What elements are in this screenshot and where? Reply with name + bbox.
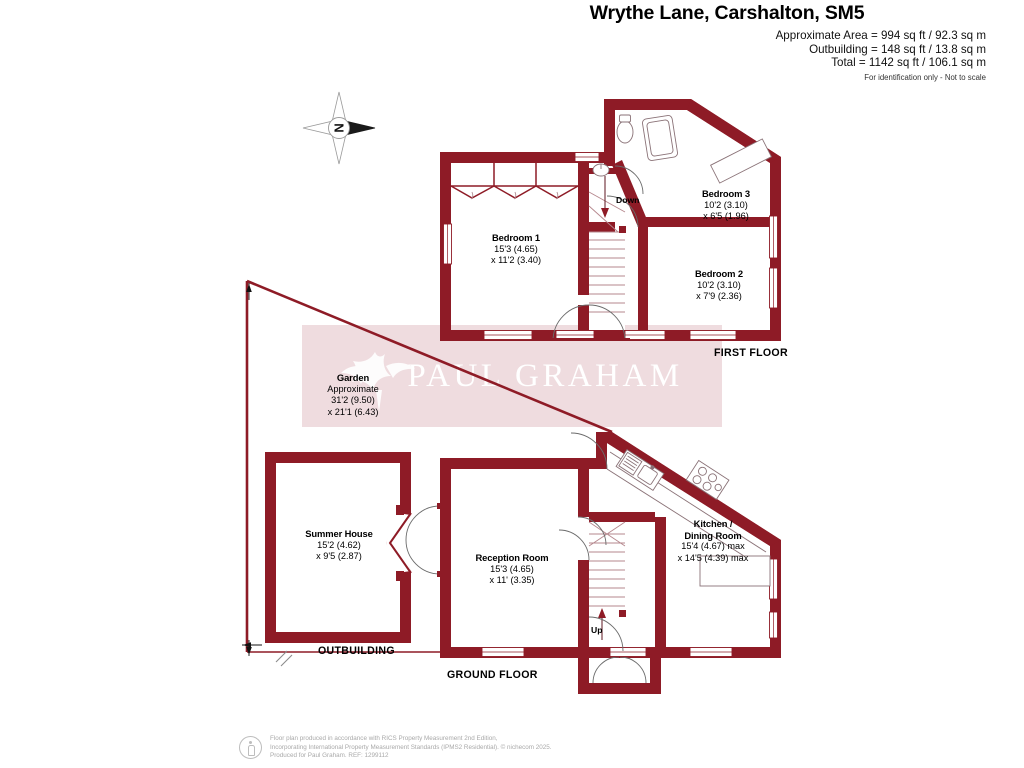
staircase-up xyxy=(588,521,626,640)
room-name: Kitchen / xyxy=(693,518,733,529)
north-arrow-icon: N xyxy=(302,91,376,165)
wall-bed2-hall xyxy=(638,227,648,330)
room-dimension: 10'2 (3.10) xyxy=(704,199,748,210)
garden-name: Garden xyxy=(336,372,370,383)
garden-label: Garden Approximate 31'2 (9.50) x 21'1 (6… xyxy=(298,372,408,418)
area-summary: Approximate Area = 994 sq ft / 92.3 sq m… xyxy=(430,29,1024,84)
page-title: Wrythe Lane, Carshalton, SM5 xyxy=(589,2,865,24)
room-dimension: x 7'9 (2.36) xyxy=(696,291,742,301)
room-label-reception-room: Reception Room 15'3 (4.65) x 11' (3.35) xyxy=(448,552,576,587)
room-name-2: Dining Room xyxy=(684,529,742,541)
room-dimension: 15'3 (4.65) xyxy=(494,243,538,254)
staircase-down xyxy=(588,168,626,330)
watermark-text: PAUL GRAHAM xyxy=(407,358,683,394)
footer-line-1: Floor plan produced in accordance with R… xyxy=(270,735,498,742)
room-dimension: 15'3 (4.65) xyxy=(490,563,534,574)
stair-direction-up-label: Up xyxy=(591,625,603,635)
bathroom-fittings xyxy=(592,114,678,177)
footer-line-3: Produced for Paul Graham. REF: 1299112 xyxy=(270,752,389,760)
outbuilding-label: OUTBUILDING xyxy=(318,645,395,657)
room-name: Bedroom 2 xyxy=(694,268,744,279)
room-dimension: 15'2 (4.62) xyxy=(317,539,361,550)
ground-floor-label: GROUND FLOOR xyxy=(447,669,538,681)
wall-internal xyxy=(578,163,589,295)
room-name: Summer House xyxy=(305,528,373,539)
plan-header: Wrythe Lane, Carshalton, SM5 Approximate… xyxy=(430,0,1024,84)
room-name: Reception Room xyxy=(475,552,549,563)
plan-footer: Floor plan produced in accordance with R… xyxy=(239,735,552,761)
area-line-total: Total = 1142 sq ft / 106.1 sq m xyxy=(831,56,986,69)
stair-direction-down-label: Down xyxy=(616,195,640,205)
footer-disclaimer: Floor plan produced in accordance with R… xyxy=(270,735,552,761)
area-line-outbuilding: Outbuilding = 148 sq ft / 13.8 sq m xyxy=(809,42,986,56)
room-dimension: x 11' (3.35) xyxy=(489,575,535,585)
garden-dimension: 31'2 (9.50) xyxy=(331,395,375,405)
room-label-kitchen-dining-room: Kitchen / Dining Room 15'4 (4.67) max x … xyxy=(643,518,783,564)
area-line-total-internal: Approximate Area = 994 sq ft / 92.3 sq m xyxy=(775,29,986,42)
room-label-bedroom-3: Bedroom 3 10'2 (3.10) x 6'5 (1.96) xyxy=(662,188,790,223)
room-label-summer-house: Summer House 15'2 (4.62) x 9'5 (2.87) xyxy=(275,528,403,563)
room-dimension: 10'2 (3.10) xyxy=(697,279,741,290)
room-dimension: 15'4 (4.67) max xyxy=(681,541,745,551)
footer-line-2: Incorporating International Property Mea… xyxy=(270,743,552,751)
door-swing-reception-west xyxy=(405,505,441,575)
room-dimension: x 11'2 (3.40) xyxy=(490,255,542,265)
door-swing xyxy=(558,432,624,652)
door-swing xyxy=(592,656,647,684)
room-name: Bedroom 3 xyxy=(701,188,751,199)
garden-dimension: x 21'1 (6.43) xyxy=(327,406,379,417)
first-floor-label: FIRST FLOOR xyxy=(714,347,788,359)
disclaimer-note: For identification only - Not to scale xyxy=(864,72,986,82)
garden-sub: Approximate xyxy=(327,383,379,394)
room-label-bedroom-1: Bedroom 1 15'3 (4.65) x 11'2 (3.40) xyxy=(452,232,580,267)
room-dimension: x 14'5 (4.39) max xyxy=(677,552,749,563)
wall-reception-hall xyxy=(578,469,589,517)
wardrobe-bedroom1 xyxy=(450,163,579,199)
room-dimension: x 6'5 (1.96) xyxy=(703,211,749,221)
room-dimension: x 9'5 (2.87) xyxy=(316,551,362,561)
room-name: Bedroom 1 xyxy=(491,232,541,243)
room-label-bedroom-2: Bedroom 2 10'2 (3.10) x 7'9 (2.36) xyxy=(655,268,783,303)
svg-text:N: N xyxy=(332,123,347,132)
surveyor-badge-icon xyxy=(239,736,262,760)
